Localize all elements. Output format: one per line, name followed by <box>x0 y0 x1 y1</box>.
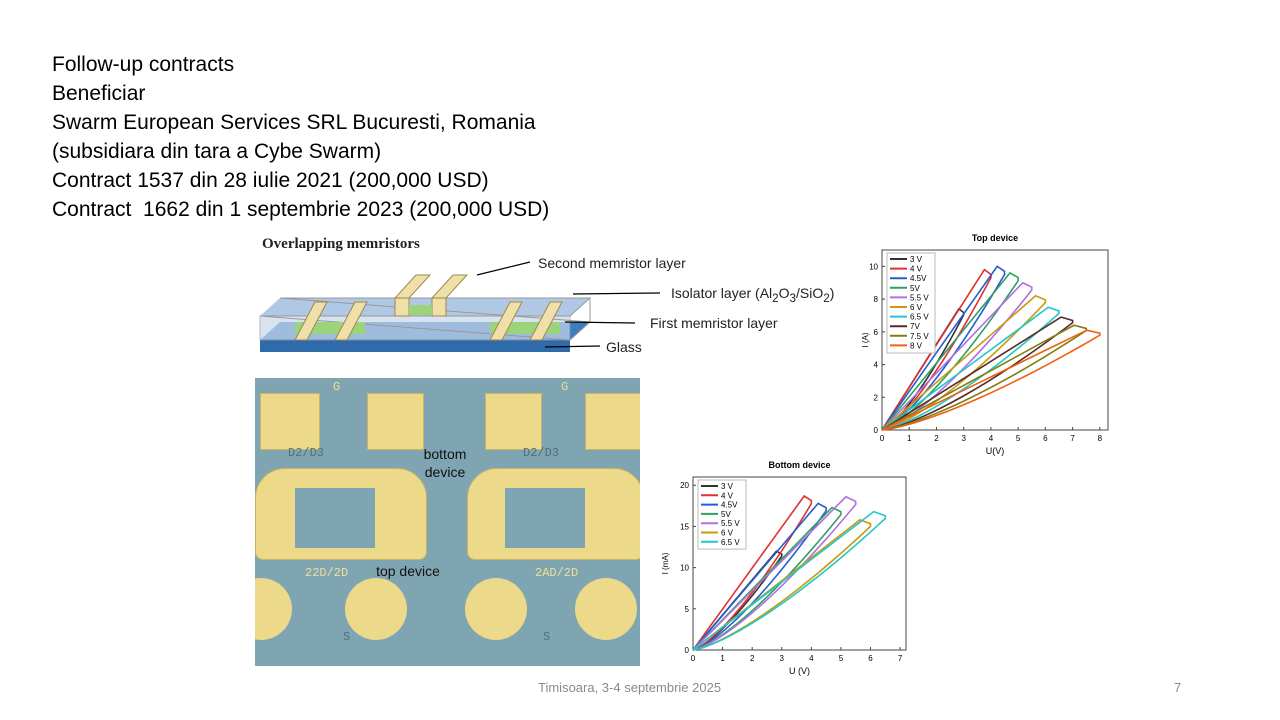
legend-label: 8 V <box>910 341 923 350</box>
y-tick-label: 15 <box>680 522 689 531</box>
x-tick-label: 3 <box>961 434 966 443</box>
text-line: (subsidiara din tara a Cybe Swarm) <box>52 140 382 163</box>
series-line <box>881 306 1060 431</box>
x-tick-label: 2 <box>934 434 939 443</box>
legend-label: 4.5V <box>721 501 738 510</box>
legend-label: 5V <box>910 284 920 293</box>
series-line <box>881 324 1088 431</box>
y-tick-label: 5 <box>685 605 690 614</box>
mark-s-left: S <box>343 630 351 644</box>
series-line <box>881 316 1074 431</box>
bottom-device-chart: Bottom device 0 1 2 3 4 5 6 7 0 5 10 15 20 U (V) I (mA)… <box>661 460 907 676</box>
series-line <box>692 502 827 651</box>
series-line <box>881 329 1101 431</box>
mark-d2-d3-right: D2/D3 <box>523 446 560 460</box>
legend-label: 4 V <box>910 265 923 274</box>
series-line <box>692 494 813 651</box>
x-tick-label: 1 <box>907 434 912 443</box>
legend-label: 6 V <box>721 529 734 538</box>
y-tick-label: 0 <box>874 426 879 435</box>
legend-label: 5V <box>721 510 731 519</box>
text-line: Follow-up contracts <box>52 53 235 76</box>
mark-g-right: G <box>561 380 569 394</box>
x-tick-label: 7 <box>898 654 903 663</box>
top-device-chart: Top device 0 1 2 3 4 5 6 7 8 0 2 4 6 8 10U(V) I (A) 3 V4 … <box>861 233 1109 456</box>
y-tick-label: 20 <box>680 481 689 490</box>
chart-title: Bottom device <box>768 460 830 470</box>
series-line <box>692 510 887 651</box>
label-isolator-layer: Isolator layer (Al2O3/SiO2) <box>671 285 835 305</box>
legend-label: 6.5 V <box>721 538 740 547</box>
x-axis-label: U(V) <box>986 446 1005 456</box>
label-second-layer: Second memristor layer <box>538 255 686 271</box>
legend-label: 6 V <box>910 303 923 312</box>
chart-title: Top device <box>972 233 1018 243</box>
x-tick-label: 3 <box>780 654 785 663</box>
mark-g-left: G <box>333 380 341 394</box>
x-tick-label: 6 <box>1043 434 1048 443</box>
text-line: Contract 1537 din 28 iulie 2021 (200,000… <box>52 169 489 192</box>
bottom-device-label: bottom device <box>423 446 467 480</box>
legend-label: 3 V <box>721 482 734 491</box>
legend-label: 6.5 V <box>910 313 929 322</box>
legend-label: 5.5 V <box>721 519 740 528</box>
legend-label: 3 V <box>910 255 923 264</box>
slide-text: Follow-up contracts Beneficiar Swarm Eur… <box>52 50 549 224</box>
micrograph-image: G G D2/D3 D2/D3 22D/2D 2AD/2D S S bottom… <box>255 378 640 666</box>
y-tick-label: 10 <box>680 564 689 573</box>
y-tick-label: 6 <box>874 328 879 337</box>
mark-s-right: S <box>543 630 551 644</box>
mark-device-id-right: 2AD/2D <box>535 566 579 580</box>
mark-d2-d3-left: D2/D3 <box>288 446 325 460</box>
mark-device-id-left: 22D/2D <box>305 566 349 580</box>
x-tick-label: 4 <box>809 654 814 663</box>
x-tick-label: 0 <box>691 654 696 663</box>
series-line <box>881 271 1019 431</box>
x-tick-label: 1 <box>720 654 725 663</box>
top-device-label: top device <box>376 563 440 579</box>
legend-label: 5.5 V <box>910 293 929 302</box>
series-line <box>692 495 857 651</box>
y-tick-label: 4 <box>874 361 879 370</box>
x-tick-label: 8 <box>1098 434 1103 443</box>
y-tick-label: 8 <box>874 295 879 304</box>
legend-label: 4.5V <box>910 274 927 283</box>
x-tick-label: 7 <box>1070 434 1075 443</box>
y-axis-label: I (mA) <box>661 552 670 574</box>
label-first-layer: First memristor layer <box>650 315 778 331</box>
x-tick-label: 2 <box>750 654 755 663</box>
page-number: 7 <box>1174 680 1182 695</box>
text-line: Contract 1662 din 1 septembrie 2023 (200… <box>52 198 550 221</box>
y-tick-label: 0 <box>685 646 690 655</box>
legend-label: 4 V <box>721 491 734 500</box>
label-glass: Glass <box>606 339 642 355</box>
x-tick-label: 4 <box>989 434 994 443</box>
text-line: Swarm European Services SRL Bucuresti, R… <box>52 111 536 134</box>
y-axis-label: I (A) <box>861 332 870 347</box>
y-tick-label: 2 <box>874 393 879 402</box>
y-tick-label: 10 <box>869 262 878 271</box>
footer-text: Timisoara, 3-4 septembrie 2025 <box>538 680 722 695</box>
x-tick-label: 5 <box>839 654 844 663</box>
x-tick-label: 5 <box>1016 434 1021 443</box>
legend-label: 7V <box>910 322 920 331</box>
legend-label: 7.5 V <box>910 332 929 341</box>
schematic-title: Overlapping memristors <box>262 236 420 252</box>
text-line: Beneficiar <box>52 82 146 105</box>
x-tick-label: 0 <box>880 434 885 443</box>
x-tick-label: 6 <box>868 654 873 663</box>
memristor-schematic <box>259 261 661 352</box>
x-axis-label: U (V) <box>789 666 810 676</box>
